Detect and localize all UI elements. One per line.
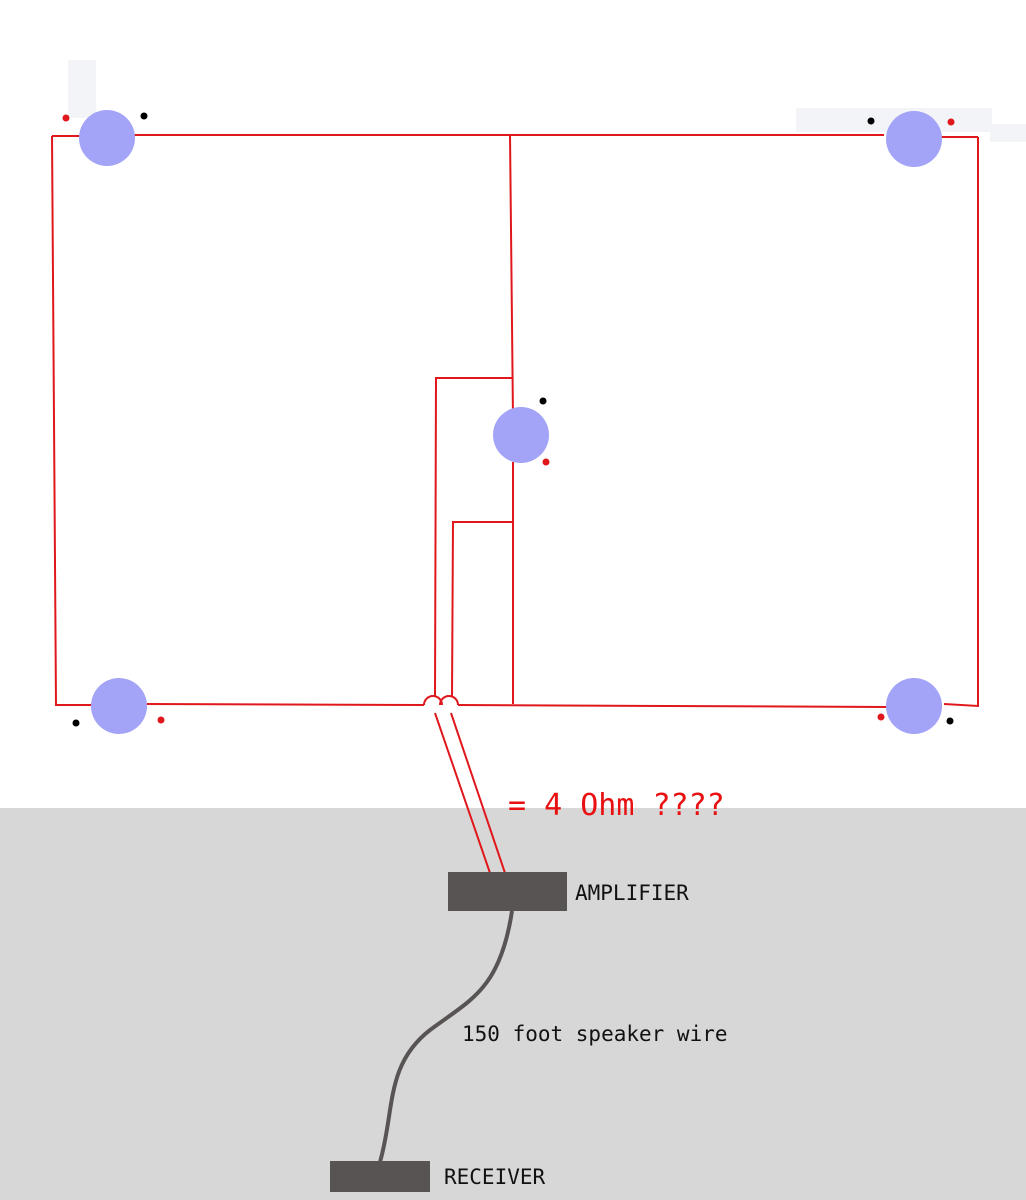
terminal-negative bbox=[946, 717, 954, 725]
terminal-negative bbox=[539, 397, 547, 405]
background-patches bbox=[68, 60, 1026, 142]
terminal-positive bbox=[157, 716, 165, 724]
terminals bbox=[62, 112, 955, 727]
amplifier-box bbox=[448, 872, 567, 911]
speaker-cable bbox=[378, 910, 514, 1163]
terminal-positive bbox=[877, 713, 885, 721]
terminal-negative bbox=[140, 112, 148, 120]
terminal-positive bbox=[542, 458, 550, 466]
wire-loop-inner bbox=[451, 521, 513, 698]
terminal-positive bbox=[62, 114, 70, 122]
speaker-wire-label: 150 foot speaker wire bbox=[462, 1022, 728, 1046]
wire-bottom bbox=[145, 703, 889, 708]
terminal-negative bbox=[867, 117, 875, 125]
wire-left bbox=[51, 135, 92, 706]
terminal-positive bbox=[947, 118, 955, 126]
speaker-front-left bbox=[79, 110, 135, 166]
speakers bbox=[79, 110, 942, 734]
wire-center-vertical bbox=[509, 134, 514, 704]
receiver-box bbox=[330, 1161, 430, 1192]
amplifier-label: AMPLIFIER bbox=[575, 881, 689, 905]
terminal-negative bbox=[72, 719, 80, 727]
wire-to-amplifier bbox=[434, 712, 506, 874]
speaker-wiring bbox=[51, 134, 979, 874]
receiver-label: RECEIVER bbox=[444, 1165, 546, 1189]
speaker-rear-left bbox=[91, 678, 147, 734]
speaker-rear-right bbox=[886, 678, 942, 734]
impedance-note: = 4 Ohm ???? bbox=[508, 788, 725, 823]
wire-loop-outer bbox=[434, 377, 513, 698]
speaker-center bbox=[493, 407, 549, 463]
wire-crossover-hops bbox=[423, 695, 459, 706]
wire-top bbox=[52, 134, 978, 138]
wire-right bbox=[943, 137, 979, 708]
speaker-front-right bbox=[886, 111, 942, 167]
